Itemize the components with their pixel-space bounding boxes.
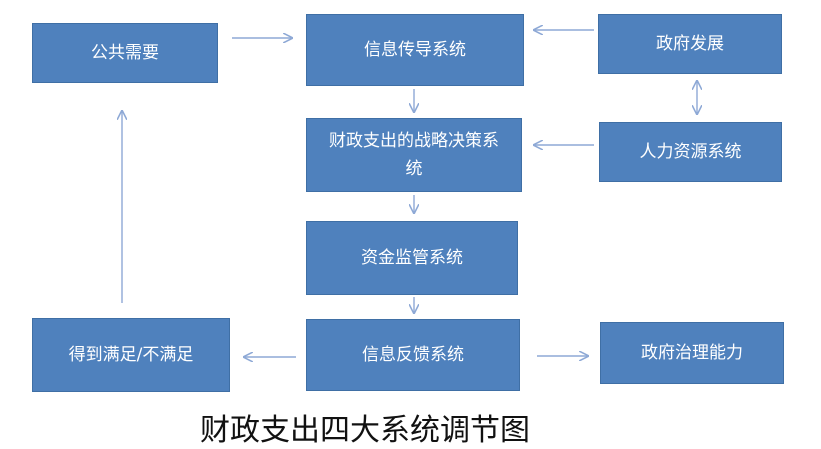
box-strategy-decision: 财政支出的战略决策系统 (306, 118, 522, 192)
box-fund-supervision: 资金监管系统 (306, 221, 518, 295)
box-gov-development-label: 政府发展 (656, 34, 724, 54)
box-gov-development: 政府发展 (598, 14, 782, 74)
box-info-transmission: 信息传导系统 (306, 14, 524, 86)
box-public-needs: 公共需要 (32, 23, 218, 83)
box-satisfaction-label: 得到满足/不满足 (68, 345, 194, 365)
box-strategy-decision-label: 财政支出的战略决策系统 (329, 131, 499, 179)
diagram-caption: 财政支出四大系统调节图 (200, 413, 530, 448)
box-governance-capacity: 政府治理能力 (600, 322, 784, 384)
box-info-transmission-label: 信息传导系统 (364, 40, 466, 60)
box-info-feedback: 信息反馈系统 (306, 319, 520, 391)
box-fund-supervision-label: 资金监管系统 (361, 248, 463, 268)
box-governance-capacity-label: 政府治理能力 (641, 343, 743, 363)
box-satisfaction: 得到满足/不满足 (32, 318, 230, 392)
box-info-feedback-label: 信息反馈系统 (362, 345, 464, 365)
box-human-resources: 人力资源系统 (599, 122, 782, 182)
box-public-needs-label: 公共需要 (91, 43, 159, 63)
box-human-resources-label: 人力资源系统 (639, 142, 742, 162)
